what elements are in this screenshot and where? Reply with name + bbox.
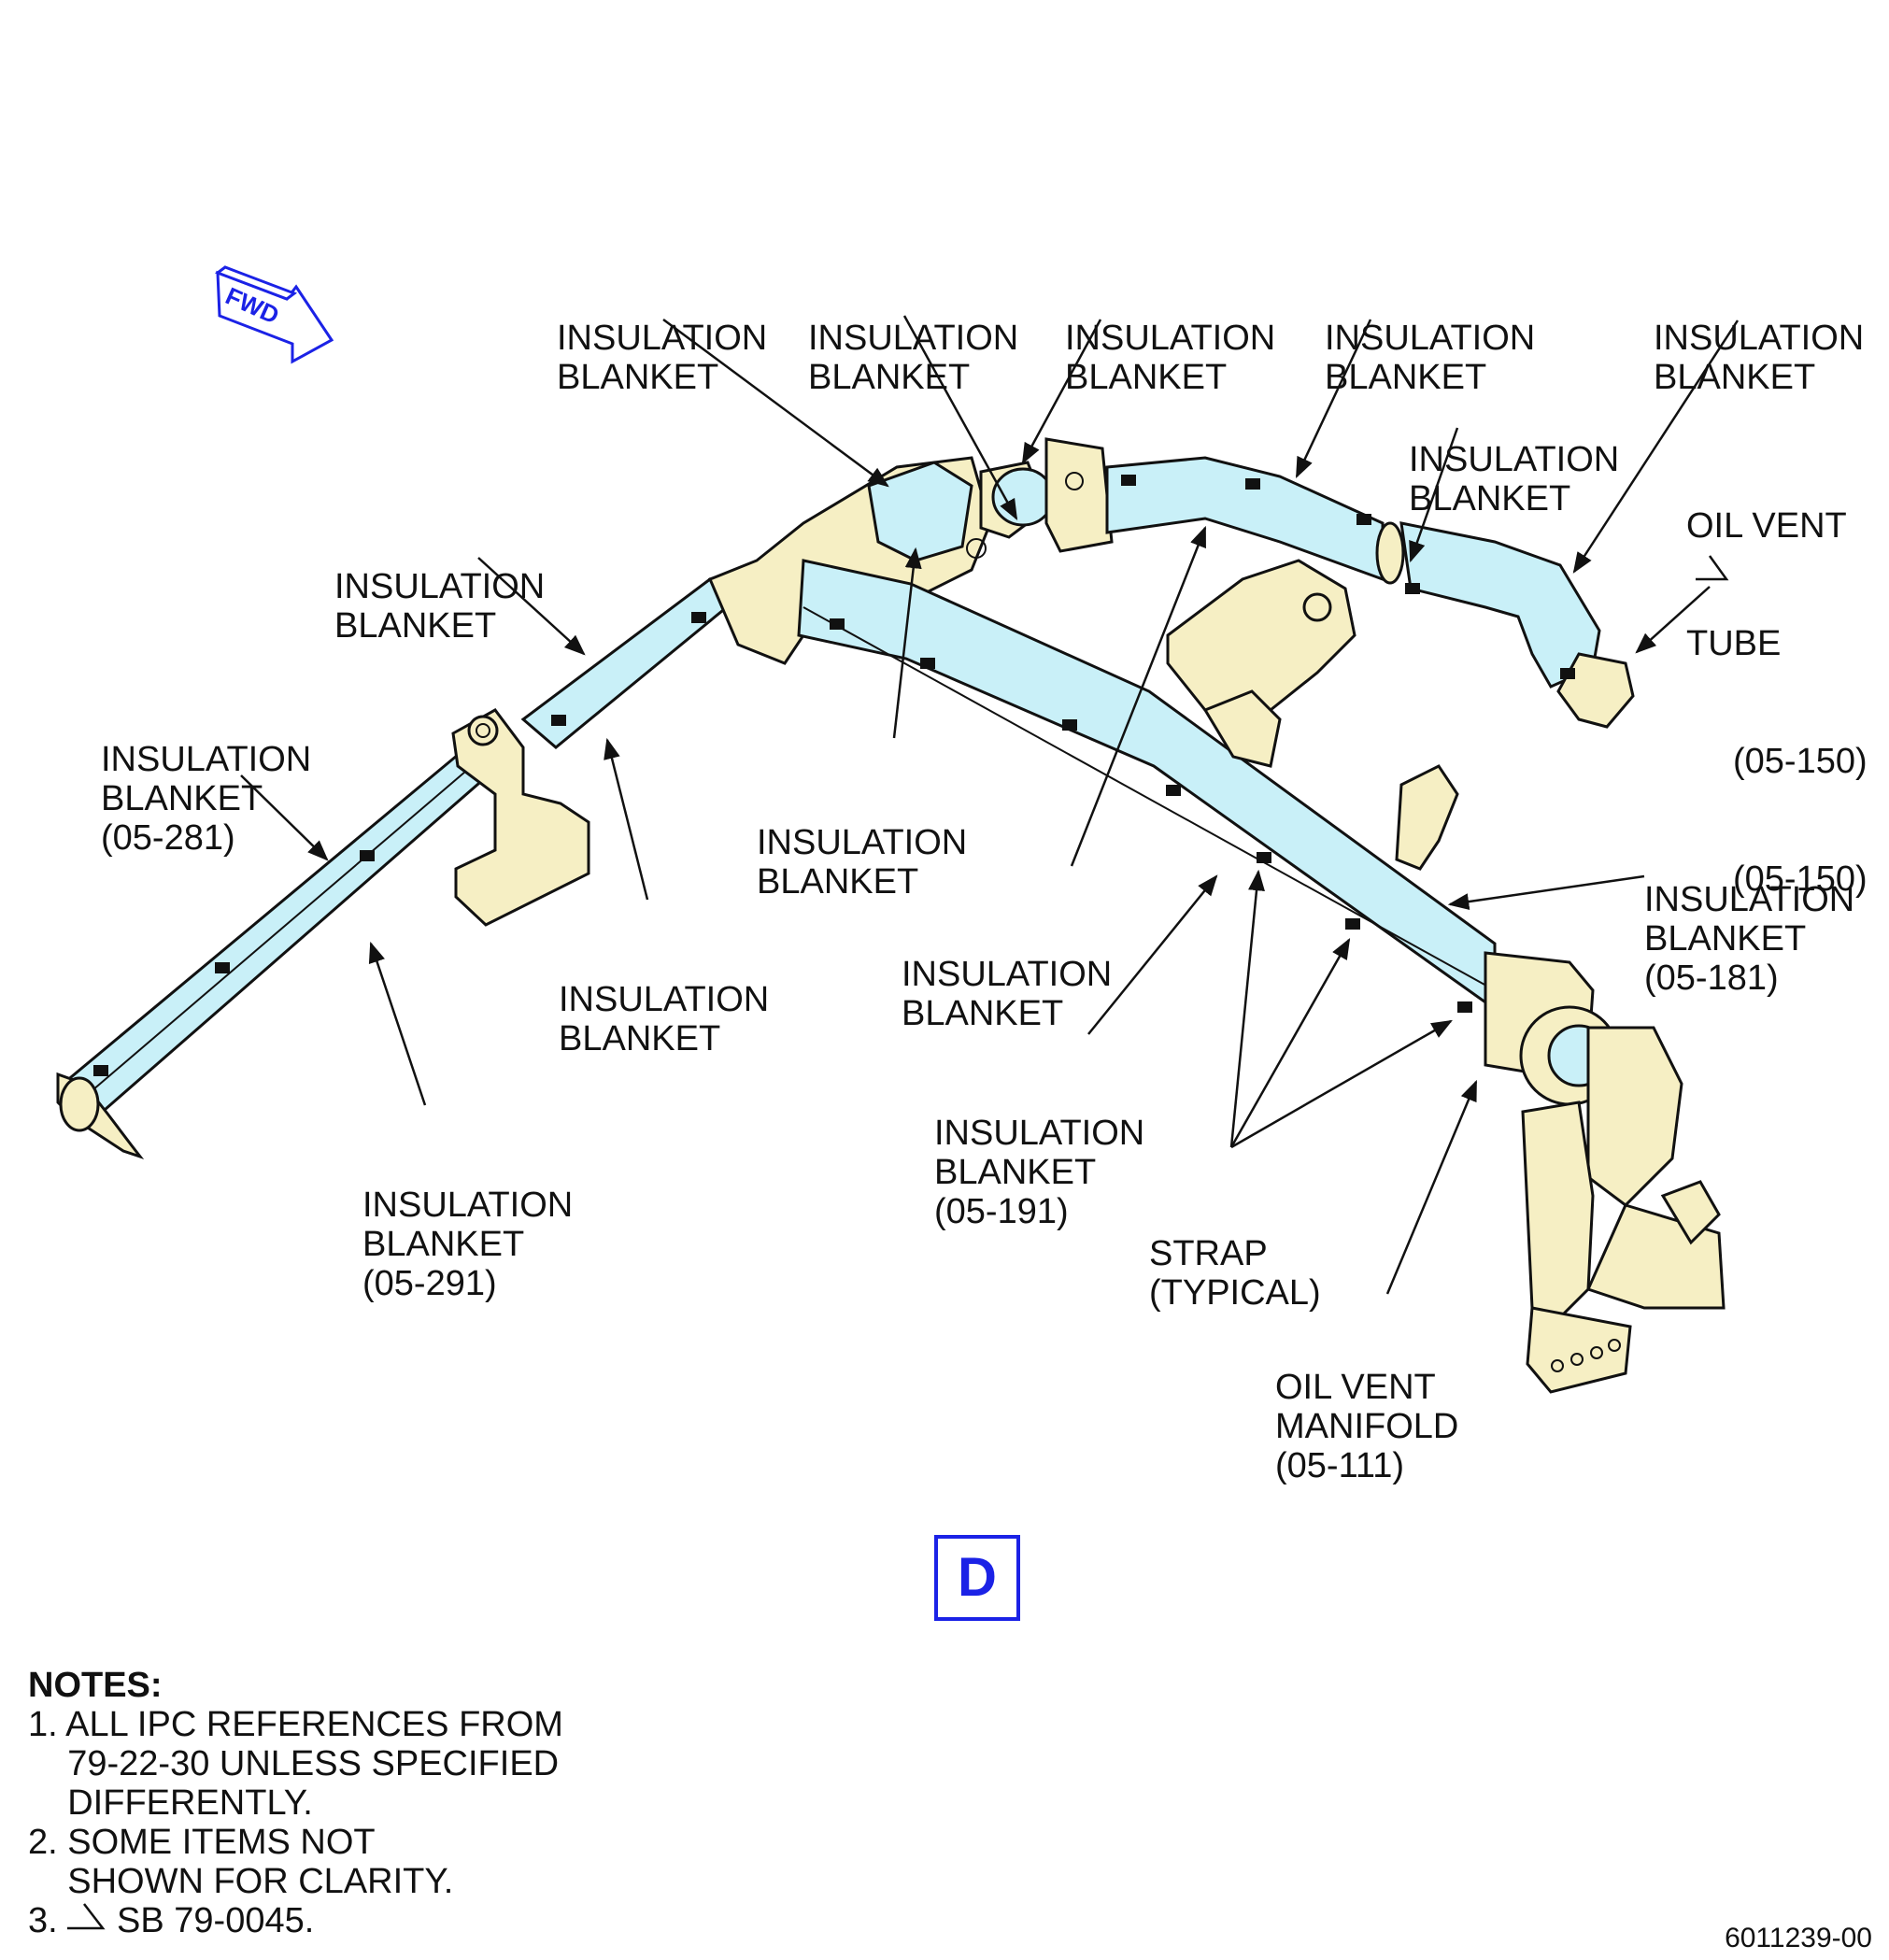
mid-support-bracket	[1166, 559, 1356, 768]
note-line: DIFFERENTLY.	[28, 1783, 313, 1823]
label-strap: STRAP(TYPICAL)	[1149, 1234, 1321, 1313]
sb-flag-triangle	[1696, 555, 1729, 581]
fwd-arrow-icon: FWD	[214, 265, 334, 364]
document-number: 6011239-00	[1725, 1923, 1872, 1953]
oil-vent-manifold-assembly	[1395, 764, 1726, 1394]
note-line: 3. SB 79-0045.	[28, 1901, 315, 1940]
view-letter-box: D	[934, 1535, 1020, 1621]
note-line: 1. ALL IPC REFERENCES FROM	[28, 1705, 563, 1744]
label-oil-vent-tube: OIL VENT TUBE (05-150) (05-150)	[1686, 506, 1868, 899]
notes-block: NOTES: 1. ALL IPC REFERENCES FROM 79-22-…	[28, 1666, 563, 1940]
note-line: 79-22-30 UNLESS SPECIFIED	[28, 1744, 560, 1783]
leader-lines	[240, 315, 1740, 1295]
upper-right-tube	[991, 437, 1635, 729]
note-line: SHOWN FOR CLARITY.	[28, 1862, 454, 1901]
left-bracket	[451, 708, 590, 927]
notes-sb-flag-triangle	[67, 1903, 106, 1930]
notes-heading: NOTES:	[28, 1666, 163, 1705]
left-end-fitting	[56, 1072, 145, 1159]
note-line: 2. SOME ITEMS NOT	[28, 1823, 376, 1862]
